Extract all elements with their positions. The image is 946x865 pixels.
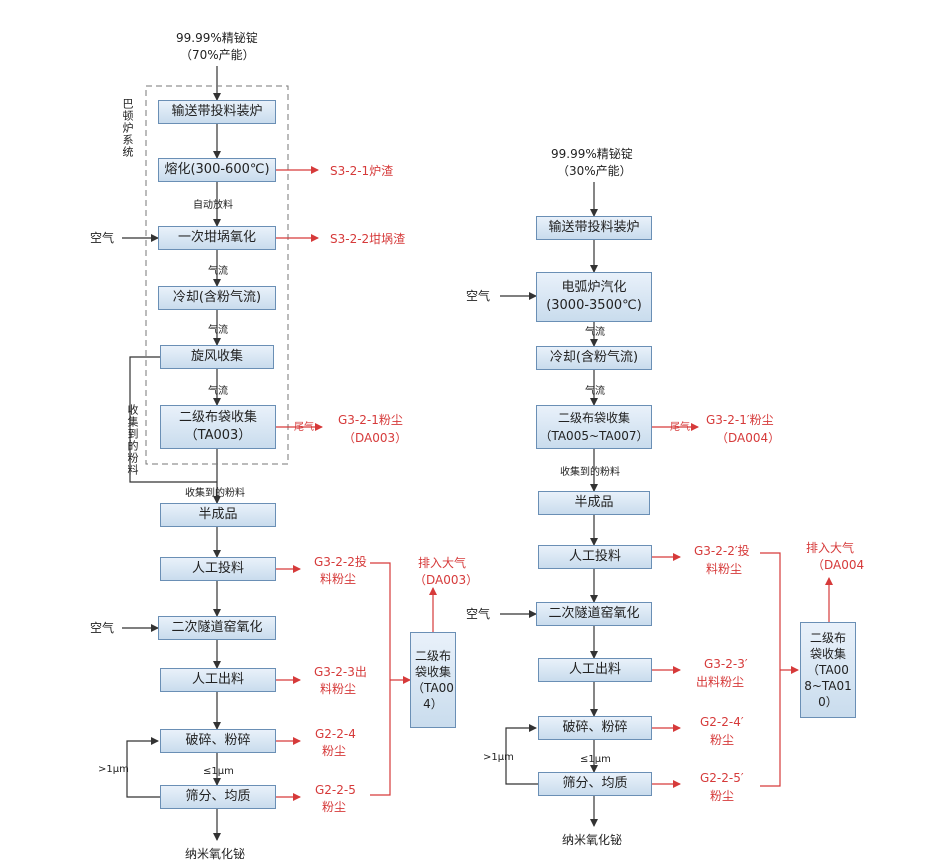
right-bag2-line3: （TA00 <box>807 663 849 677</box>
right-arc-line2: (3000-3500℃) <box>546 298 642 313</box>
left-bag2-line2: 袋收集 <box>414 665 451 679</box>
left-bag2-line4: 4） <box>423 697 443 711</box>
right-bag-box: 二级布袋收集 （TA005~TA007） <box>536 405 652 449</box>
right-bag2-line2: 袋收集 <box>809 647 846 661</box>
right-bag2-line5: 0） <box>818 695 838 709</box>
left-bag2-line3: （TA00 <box>412 681 454 695</box>
left-input-title: 99.99%精铋锭 <box>176 31 258 45</box>
right-emission-g4-a: G2-2-4′ <box>700 715 744 729</box>
left-emission-s2: S3-2-2坩埚渣 <box>330 232 406 246</box>
left-emission-g2-a: G3-2-2投 <box>314 555 367 569</box>
left-cool-box: 冷却(含粉气流) <box>158 286 276 310</box>
left-emission-g5-a: G2-2-5 <box>315 783 356 797</box>
left-emission-g5-b: 粉尘 <box>322 800 347 814</box>
left-exhaust-b: （DA003） <box>414 573 479 587</box>
right-bag-box-line1: 二级布袋收集 <box>557 411 630 425</box>
right-le1um-label: ≤1μm <box>580 754 611 765</box>
right-tail-gas-label: 尾气 <box>670 422 690 433</box>
left-collected-powder-label: 收集到的粉料 <box>185 488 245 499</box>
left-sieve-box: 筛分、均质 <box>160 785 276 809</box>
right-manual-out-box: 人工出料 <box>538 658 652 682</box>
left-flow-label-2: 气流 <box>208 325 228 336</box>
right-emission-g3-a: G3-2-3′ <box>704 657 748 671</box>
right-bag-box-line2: （TA005~TA007） <box>539 429 649 443</box>
left-bag-box: 二级布袋收集 （TA003） <box>160 405 276 449</box>
left-product-label: 纳米氧化铋 <box>185 847 246 861</box>
right-input-title: 99.99%精铋锭 <box>551 147 633 161</box>
left-emission-g3-b: 料粉尘 <box>320 682 357 696</box>
right-flow-label-2: 气流 <box>585 386 605 397</box>
right-air-label-2: 空气 <box>466 607 491 621</box>
left-emission-g2-b: 料粉尘 <box>320 572 357 586</box>
right-collected-powder-label: 收集到的粉料 <box>560 467 620 478</box>
right-emission-g5-a: G2-2-5′ <box>700 771 744 785</box>
right-crush-box: 破碎、粉碎 <box>538 716 652 740</box>
furnace-system-label: 巴顿炉系统 <box>121 98 134 158</box>
right-input-share: （30%产能） <box>557 164 632 178</box>
left-flow-label-1: 气流 <box>208 266 228 277</box>
left-bag-box-line1: 二级布袋收集 <box>178 410 257 425</box>
right-manual-feed-box: 人工投料 <box>538 545 652 569</box>
left-semi-box: 半成品 <box>160 503 276 527</box>
right-exhaust-a: 排入大气 <box>806 541 855 555</box>
left-emission-g1-a: G3-2-1粉尘 <box>338 413 403 427</box>
right-exhaust-b: （DA004 <box>812 558 865 572</box>
right-arc-box: 电弧炉汽化 (3000-3500℃) <box>536 272 652 322</box>
right-gt1um-label: >1μm <box>483 752 514 763</box>
left-le1um-label: ≤1μm <box>203 766 234 777</box>
left-oxidize-box: 一次坩埚氧化 <box>158 226 276 250</box>
left-feed-box: 输送带投料装炉 <box>158 100 276 124</box>
left-emission-g4-a: G2-2-4 <box>315 727 356 741</box>
right-emission-g5-b: 粉尘 <box>710 789 735 803</box>
left-emission-g1-b: （DA003） <box>343 431 408 445</box>
left-bag-box-line2: （TA003） <box>184 428 252 443</box>
left-emission-g4-b: 粉尘 <box>322 744 347 758</box>
left-air-label-2: 空气 <box>90 621 115 635</box>
left-air-label-1: 空气 <box>90 231 115 245</box>
right-semi-box: 半成品 <box>538 491 650 515</box>
left-input-share: （70%产能） <box>180 48 255 62</box>
left-manual-out-box: 人工出料 <box>160 668 276 692</box>
left-bag2-line1: 二级布 <box>414 649 451 663</box>
right-flow-label-1: 气流 <box>585 327 605 338</box>
right-bag2-box: 二级布 袋收集 （TA00 8~TA01 0） <box>800 622 856 718</box>
right-arc-line1: 电弧炉汽化 <box>561 280 627 295</box>
left-cyclone-box: 旋风收集 <box>160 345 274 369</box>
left-melt-box: 熔化(300-600℃) <box>158 158 276 182</box>
left-manual-feed-box: 人工投料 <box>160 557 276 581</box>
left-crush-box: 破碎、粉碎 <box>160 729 276 753</box>
left-tunnel-box: 二次隧道窑氧化 <box>158 616 276 640</box>
right-cool-box: 冷却(含粉气流) <box>536 346 652 370</box>
right-air-label-1: 空气 <box>466 289 491 303</box>
right-emission-g2-b: 料粉尘 <box>706 562 743 576</box>
left-auto-discharge-label: 自动放料 <box>193 200 233 211</box>
right-tunnel-box: 二次隧道窑氧化 <box>536 602 652 626</box>
right-bag2-line4: 8~TA01 <box>804 679 852 693</box>
right-product-label: 纳米氧化铋 <box>562 833 623 847</box>
left-gt1um-label: >1μm <box>98 764 129 775</box>
right-emission-g3-b: 出料粉尘 <box>696 675 745 689</box>
left-tail-gas-label: 尾气 <box>294 422 314 433</box>
left-emission-s1: S3-2-1炉渣 <box>330 164 394 178</box>
left-emission-g3-a: G3-2-3出 <box>314 665 367 679</box>
right-emission-g1-a: G3-2-1′粉尘 <box>706 413 774 427</box>
left-flow-label-3: 气流 <box>208 386 228 397</box>
right-emission-g2-a: G3-2-2′投 <box>694 544 750 558</box>
left-collected-side-label: 收集到的粉料 <box>126 404 139 476</box>
right-sieve-box: 筛分、均质 <box>538 772 652 796</box>
left-exhaust-a: 排入大气 <box>418 556 467 570</box>
right-feed-box: 输送带投料装炉 <box>536 216 652 240</box>
left-bag2-box: 二级布 袋收集 （TA00 4） <box>410 632 456 728</box>
right-bag2-line1: 二级布 <box>809 631 846 645</box>
right-emission-g1-b: （DA004） <box>716 431 781 445</box>
right-emission-g4-b: 粉尘 <box>710 733 735 747</box>
